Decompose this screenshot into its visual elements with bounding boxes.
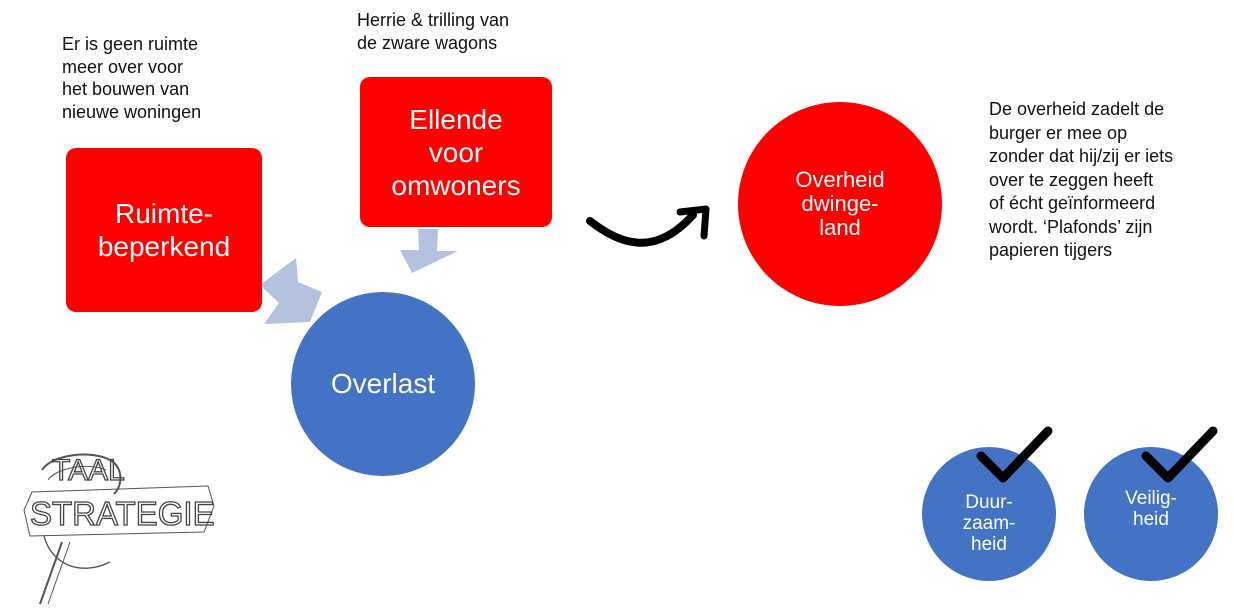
circle-veiligheid: Veilig- heid (1084, 447, 1218, 581)
taal-strategie-logo: TAAL STRATEGIE (23, 453, 215, 605)
arrow-ellende-to-overlast (400, 229, 458, 273)
arrow-ruimte-to-overlast (260, 258, 322, 324)
note-overheid: De overheid zadelt de burger er mee op z… (989, 99, 1174, 260)
logo-text-line1: TAAL (52, 454, 125, 487)
note-ruimte: Er is geen ruimte meer over voor het bou… (62, 34, 202, 122)
circle-overheid-dwingeland: Overheid dwinge- land (738, 102, 942, 306)
box-ruimtebeperkend: Ruimte- beperkend (66, 148, 262, 312)
checkmark-icon (976, 426, 1053, 483)
checkmark-icon (1141, 426, 1218, 483)
logo-text-line2: STRATEGIE (30, 495, 215, 532)
note-herrie: Herrie & trilling van de zware wagons (357, 10, 510, 53)
arrow-up-right-curved-icon (586, 205, 710, 247)
circle-overlast: Overlast (291, 292, 475, 476)
box-ellende-voor-omwoners: Ellende voor omwoners (360, 77, 552, 227)
